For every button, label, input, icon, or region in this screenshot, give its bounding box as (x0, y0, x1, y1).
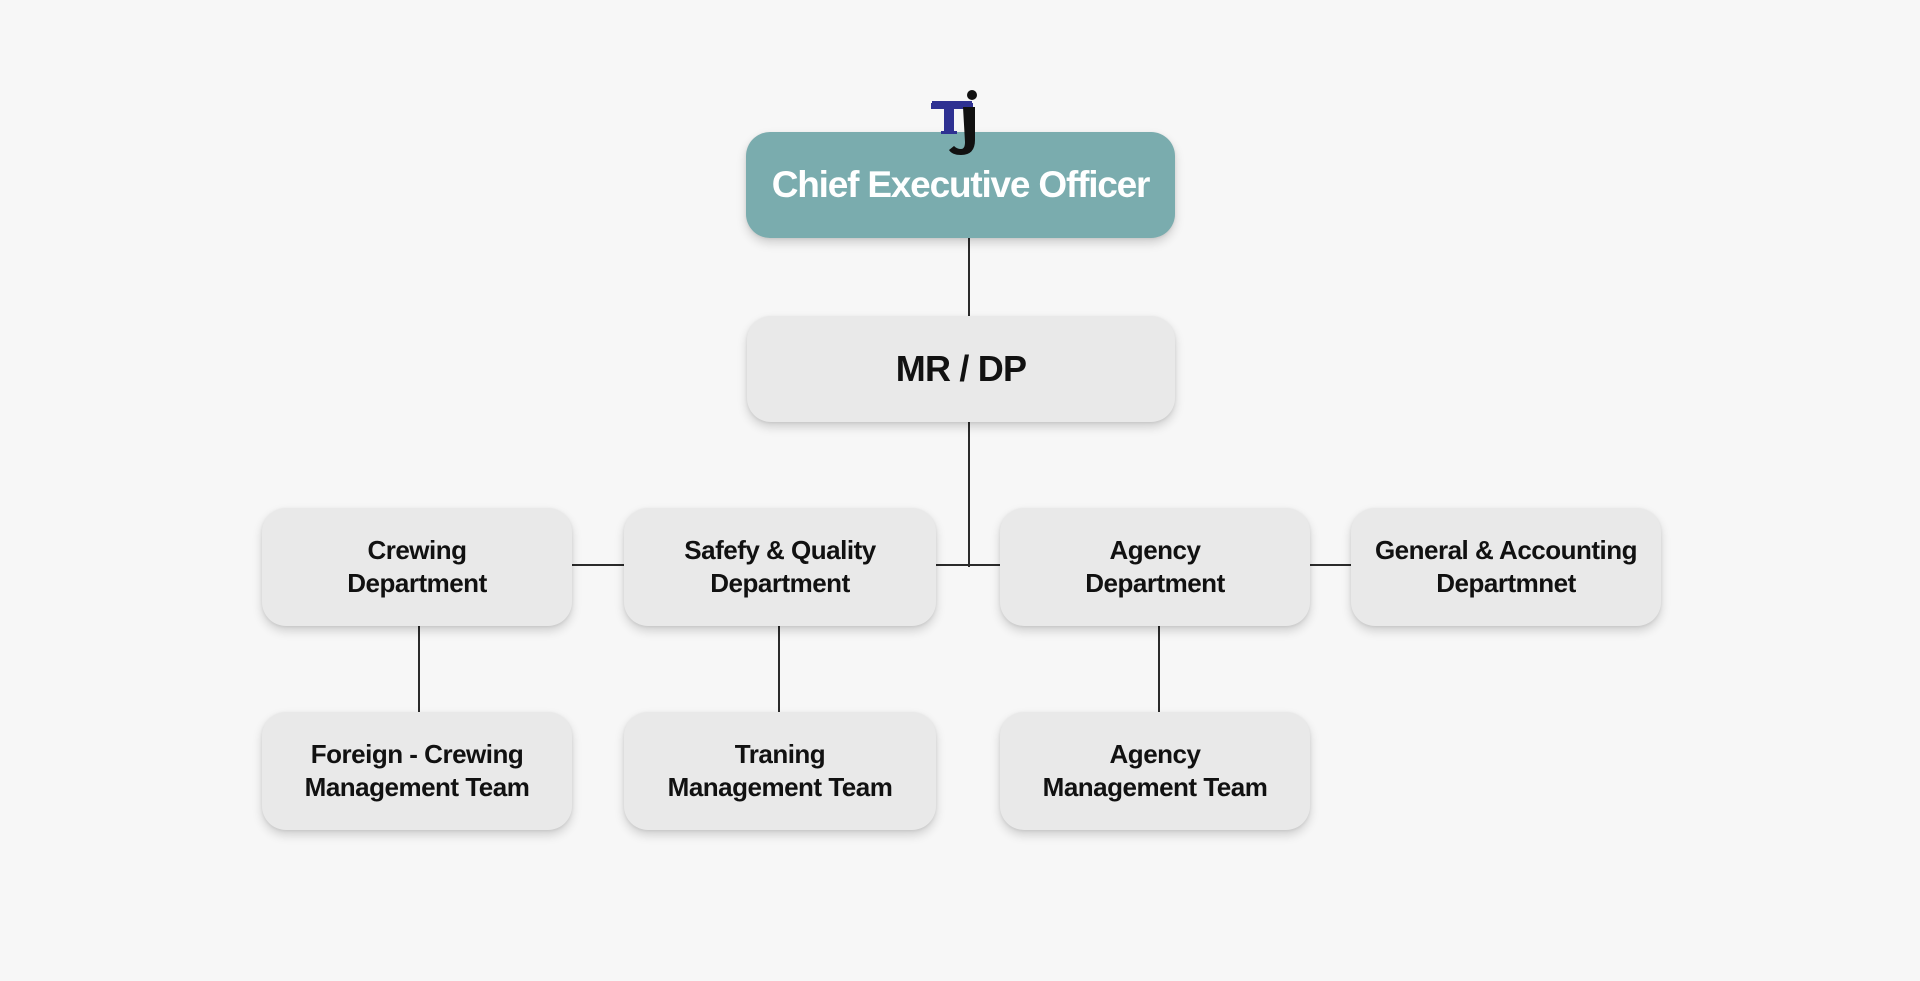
team-training[interactable]: Traning Management Team (624, 712, 936, 830)
team-training-line1: Traning (734, 739, 826, 769)
department-crewing-line2: Department (347, 568, 487, 598)
team-foreign-crewing-line2: Management Team (304, 772, 530, 802)
department-safety-quality-line2: Department (710, 568, 850, 598)
department-agency-line2: Department (1085, 568, 1225, 598)
mr-dp-label: MR / DP (895, 348, 1027, 389)
connector-mr-departments (968, 422, 970, 567)
department-general-accounting[interactable]: General & Accounting Departmnet (1351, 508, 1661, 626)
team-foreign-crewing[interactable]: Foreign - Crewing Management Team (262, 712, 572, 830)
connector-safety-agency (936, 564, 1000, 566)
team-foreign-crewing-line1: Foreign - Crewing (310, 739, 524, 769)
team-agency-line1: Agency (1109, 739, 1201, 769)
mr-dp-box[interactable]: MR / DP (747, 316, 1175, 422)
department-agency-line1: Agency (1109, 535, 1201, 565)
tj-company-logo-icon (931, 90, 977, 155)
department-crewing[interactable]: Crewing Department (262, 508, 572, 626)
department-safety-quality[interactable]: Safefy & Quality Department (624, 508, 936, 626)
connector-safety-team (778, 626, 780, 712)
department-safety-quality-line1: Safefy & Quality (684, 535, 876, 565)
connector-crewing-safety (572, 564, 624, 566)
department-general-accounting-line2: Departmnet (1436, 568, 1576, 598)
connector-ceo-mr (968, 238, 970, 316)
connector-agency-team (1158, 626, 1160, 712)
department-agency[interactable]: Agency Department (1000, 508, 1310, 626)
team-agency-line2: Management Team (1042, 772, 1268, 802)
team-agency[interactable]: Agency Management Team (1000, 712, 1310, 830)
connector-agency-general (1310, 564, 1351, 566)
connector-crewing-team (418, 626, 420, 712)
department-general-accounting-line1: General & Accounting (1374, 535, 1638, 565)
team-training-line2: Management Team (667, 772, 893, 802)
ceo-label: Chief Executive Officer (771, 164, 1151, 205)
department-crewing-line1: Crewing (367, 535, 467, 565)
